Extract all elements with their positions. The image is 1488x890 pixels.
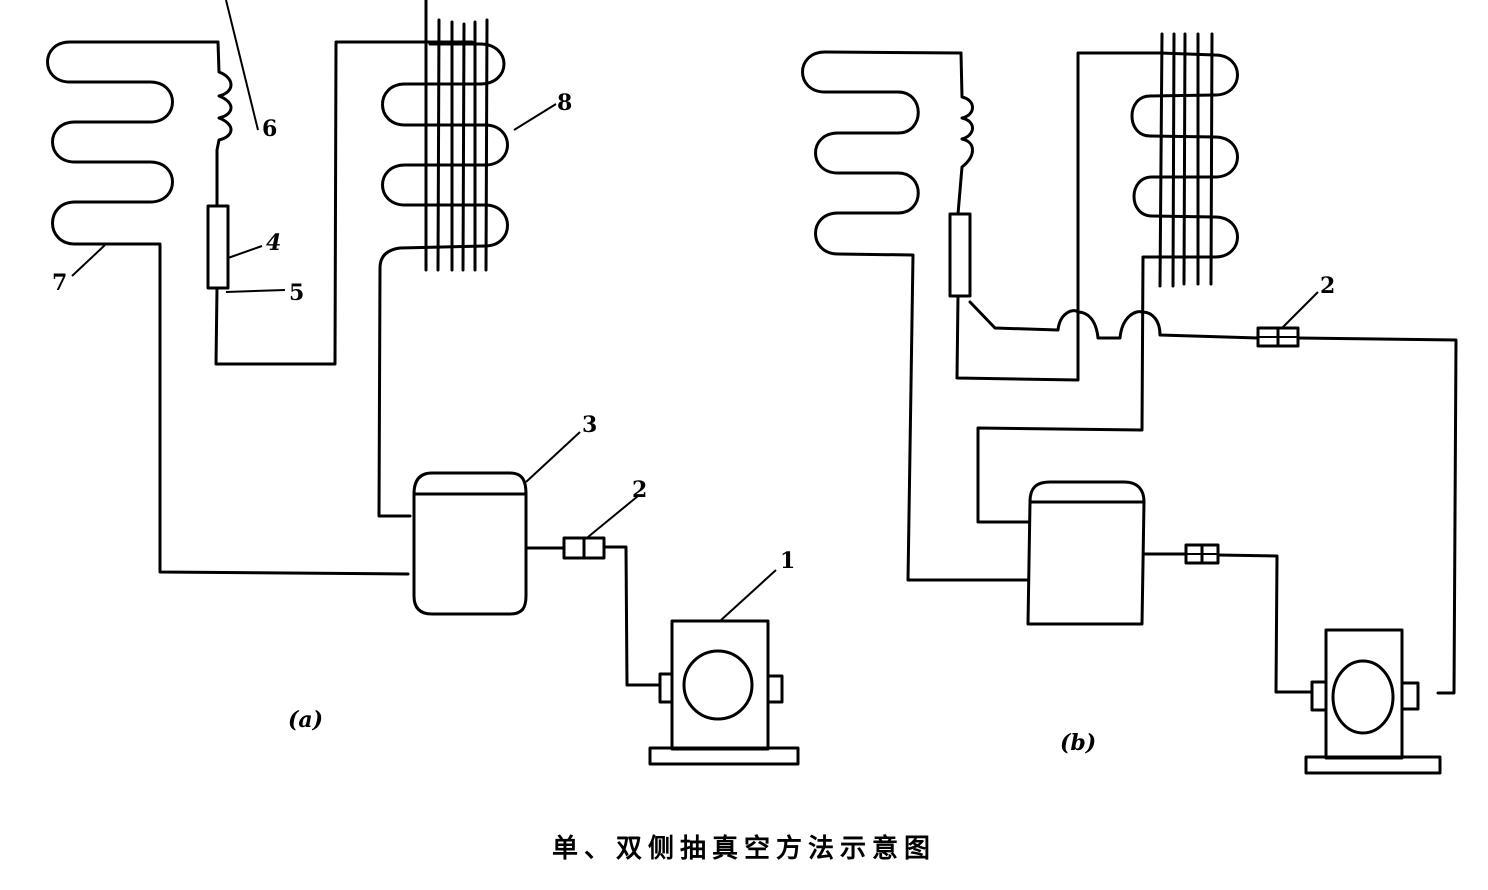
panel-b-label: (b) [1060, 730, 1096, 756]
condenser-coil [377, 42, 509, 518]
evaporator-coil-b [801, 50, 1029, 582]
callout-3: 3 [582, 412, 597, 438]
callout-1: 1 [780, 548, 795, 574]
leader-line-b-2 [1281, 291, 1319, 329]
callout-4: 4 [266, 230, 281, 256]
connector-fitting-b [1184, 543, 1220, 565]
capillary-tube [215, 40, 233, 208]
condenser-coil-b [976, 51, 1239, 524]
panel-b: 2 (b) [801, 32, 1458, 775]
callout-5: 5 [289, 280, 304, 306]
dryer-filter [206, 204, 230, 290]
dryer-filter-b [948, 212, 972, 298]
condenser-wires [424, 0, 489, 272]
filter-line-b [955, 51, 1162, 382]
callout-6: 6 [262, 116, 277, 142]
leader-lines-a [71, 0, 777, 622]
filter-outlet-line [214, 40, 474, 366]
compressor [412, 471, 528, 616]
callout-2: 2 [632, 477, 647, 503]
panel-a: 1 2 3 4 5 6 7 8 (a) [46, 0, 800, 766]
callout-7: 7 [52, 270, 67, 296]
vacuum-pump [648, 619, 800, 766]
callout-b-2: 2 [1320, 273, 1335, 299]
callout-8: 8 [557, 90, 572, 116]
process-line-b [968, 300, 1260, 340]
capillary-tube-b [956, 51, 974, 216]
pump-line-b-right [1296, 336, 1458, 695]
evaporator-coil [46, 40, 410, 576]
connector-fitting-b-top [1256, 326, 1300, 348]
condenser-wires-b [1158, 32, 1214, 288]
figure-caption: 单、双侧抽真空方法示意图 [551, 834, 936, 864]
pump-line-b-left [1216, 553, 1314, 694]
panel-a-label: (a) [288, 707, 323, 733]
connector-fitting [562, 536, 606, 560]
vacuum-pump-b [1304, 628, 1442, 775]
compressor-b [1026, 480, 1146, 626]
